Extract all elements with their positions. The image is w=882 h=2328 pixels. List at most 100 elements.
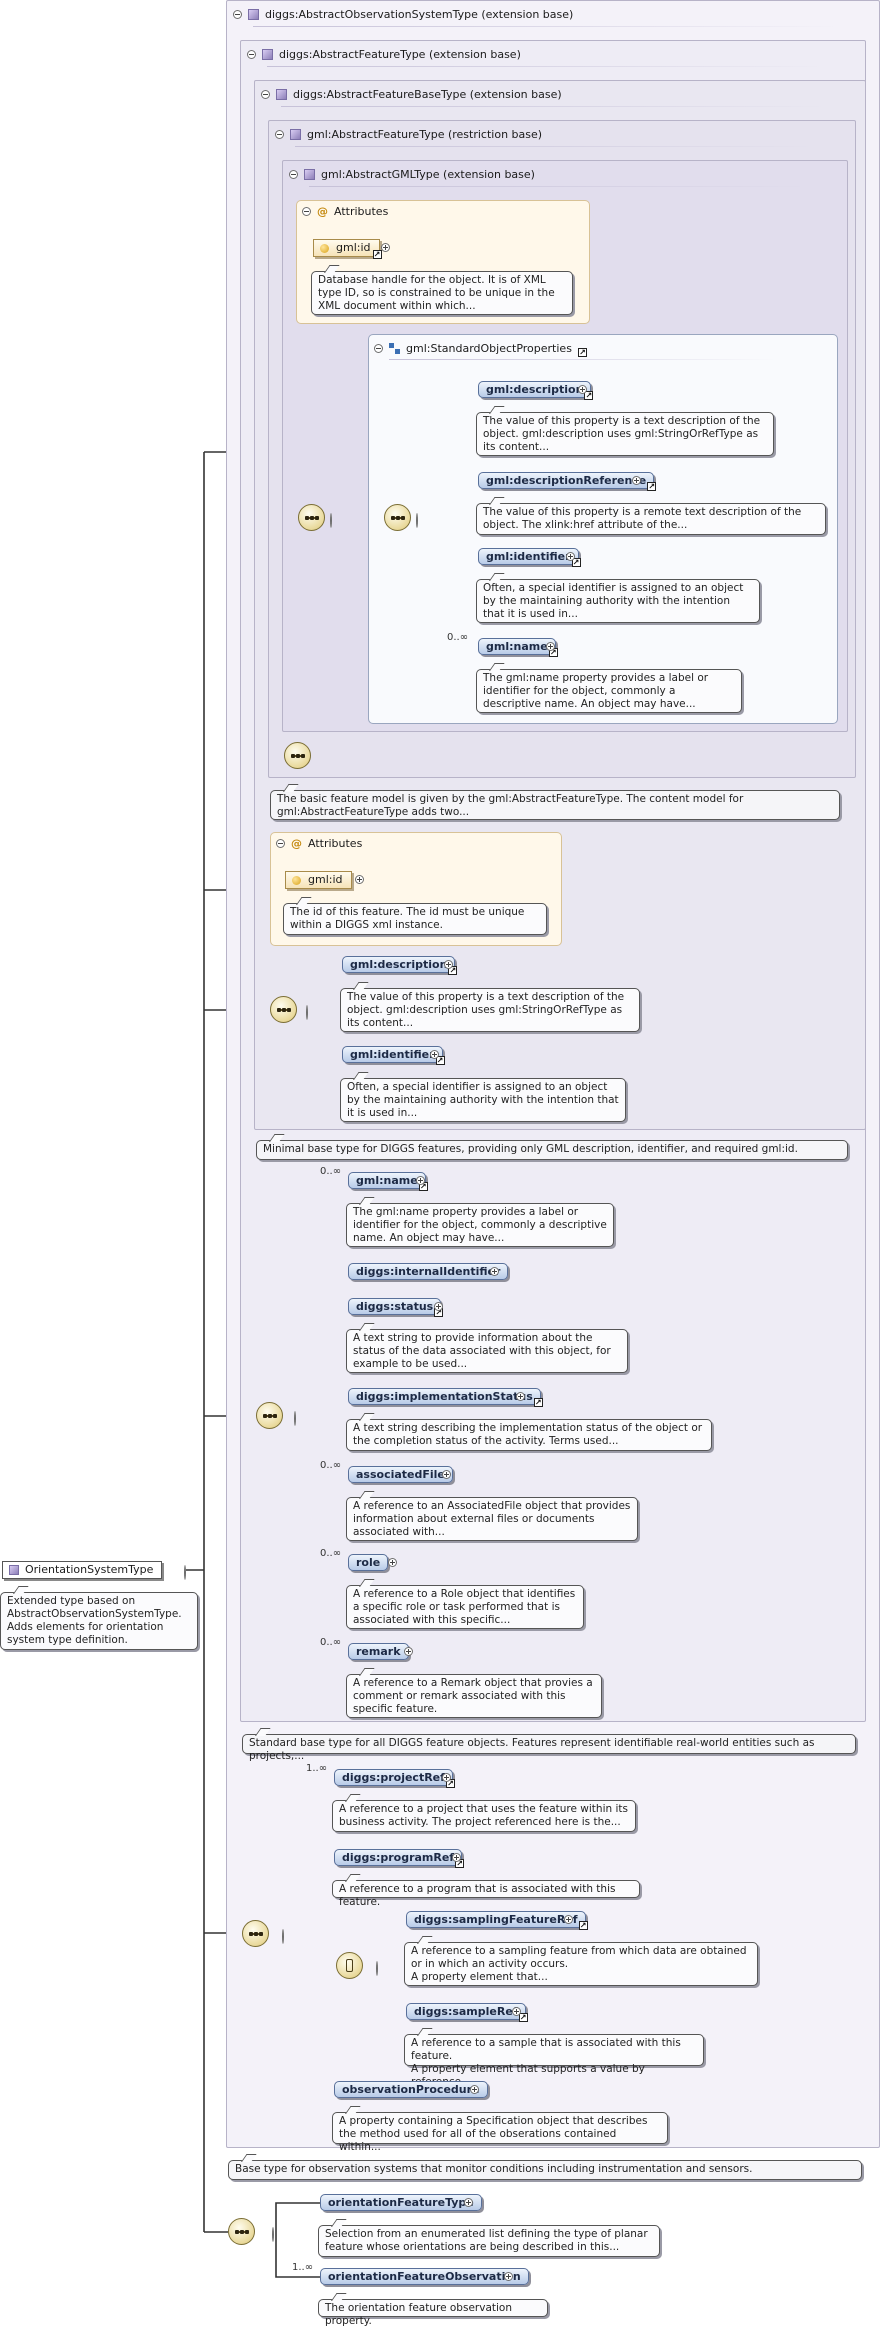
gml-identifier-doc: Often, a special identifier is assigned …	[340, 1078, 626, 1122]
gml-name-doc: The gml:name property provides a label o…	[476, 669, 742, 713]
element-diggs-sampling-feature-ref[interactable]: diggs:samplingFeatureRef↗	[406, 1911, 588, 1930]
link-icon[interactable]: ↗	[372, 250, 382, 259]
link-icon[interactable]: ↗	[448, 966, 458, 975]
expand-icon[interactable]	[490, 1267, 499, 1276]
expand-icon[interactable]	[416, 1176, 425, 1185]
expand-icon[interactable]	[430, 1050, 439, 1059]
collapse-icon[interactable]	[374, 343, 383, 353]
expand-icon[interactable]	[578, 385, 587, 394]
element-gml-description[interactable]: gml:description↗	[342, 956, 458, 975]
expand-icon[interactable]	[388, 1558, 397, 1567]
collapse-icon[interactable]	[289, 169, 298, 179]
element-diggs-sample-ref[interactable]: diggs:sampleRef↗	[406, 2003, 528, 2022]
choice-compositor[interactable]	[336, 1952, 363, 1979]
link-icon[interactable]: ↗	[533, 1398, 543, 1407]
expand-icon[interactable]	[546, 642, 555, 651]
link-icon[interactable]: ↗	[571, 558, 581, 567]
element-orientation-feature-type[interactable]: orientationFeatureType	[320, 2194, 482, 2211]
collapse-icon[interactable]	[416, 513, 418, 528]
element-diggs-program-ref[interactable]: diggs:programRef↗	[334, 1849, 465, 1868]
expand-icon[interactable]	[512, 2007, 521, 2016]
collapse-icon[interactable]	[276, 839, 285, 848]
type-icon	[290, 128, 301, 140]
element-orientation-feature-observation[interactable]: orientationFeatureObservation	[320, 2268, 529, 2285]
feature-doc: Standard base type for all DIGGS feature…	[242, 1734, 856, 1762]
expand-icon[interactable]	[444, 960, 453, 969]
gml-name-doc: The gml:name property provides a label o…	[346, 1203, 614, 1247]
collapse-icon[interactable]	[233, 9, 242, 19]
collapse-icon[interactable]	[330, 513, 332, 528]
observation-procedure-doc: A property containing a Specification ob…	[332, 2112, 668, 2153]
collapse-icon[interactable]	[306, 1005, 308, 1020]
expand-icon[interactable]	[516, 1392, 525, 1401]
expand-icon[interactable]	[632, 476, 641, 485]
expand-icon[interactable]	[404, 1647, 413, 1656]
diggs-sample-ref-doc: A reference to a sample that is associat…	[404, 2034, 704, 2088]
collapse-icon[interactable]	[247, 49, 256, 59]
diggs-project-ref-doc: A reference to a project that uses the f…	[332, 1800, 636, 1832]
link-icon[interactable]: ↗	[647, 482, 657, 491]
expand-icon[interactable]	[381, 243, 390, 252]
link-icon[interactable]: ↗	[584, 391, 594, 400]
sequence-compositor[interactable]	[256, 1402, 283, 1429]
associated-file-doc: A reference to an AssociatedFile object …	[346, 1497, 638, 1541]
remark-doc: A reference to a Remark object that prov…	[346, 1674, 602, 1718]
sequence-compositor[interactable]	[228, 2218, 255, 2245]
gml-id-attribute[interactable]: gml:id	[285, 871, 352, 889]
sequence-compositor[interactable]	[298, 504, 325, 531]
attributes-box: @ Attributes gml:id The id of this featu…	[270, 832, 562, 946]
element-associated-file[interactable]: associatedFile	[348, 1466, 453, 1483]
expand-icon[interactable]	[564, 1915, 573, 1924]
expand-icon[interactable]	[442, 1470, 451, 1479]
container-title: diggs:AbstractObservationSystemType (ext…	[265, 7, 574, 21]
role-doc: A reference to a Role object that identi…	[346, 1585, 584, 1629]
collapse-icon[interactable]	[294, 1411, 296, 1426]
element-diggs-project-ref[interactable]: diggs:projectRef↗	[334, 1769, 455, 1788]
root-doc: Extended type based on AbstractObservati…	[0, 1592, 198, 1650]
expand-icon[interactable]	[355, 875, 364, 884]
collapse-icon[interactable]	[275, 129, 284, 139]
element-gml-name[interactable]: gml:name↗	[478, 638, 558, 657]
link-icon[interactable]: ↗	[577, 347, 587, 357]
element-gml-description-reference[interactable]: gml:descriptionReference↗	[478, 472, 657, 491]
element-gml-identifier[interactable]: gml:identifier↗	[342, 1046, 445, 1065]
collapse-icon[interactable]	[282, 1929, 284, 1944]
link-icon[interactable]: ↗	[435, 1056, 445, 1065]
expand-icon[interactable]	[504, 2272, 513, 2281]
element-gml-name[interactable]: gml:name↗	[348, 1172, 428, 1191]
link-icon[interactable]: ↗	[578, 1921, 588, 1930]
element-observation-procedure[interactable]: observationProcedure	[334, 2081, 488, 2098]
sequence-compositor[interactable]	[384, 504, 411, 531]
expand-icon[interactable]	[434, 1302, 443, 1311]
expand-icon[interactable]	[452, 1853, 461, 1862]
element-role[interactable]: role	[348, 1554, 389, 1571]
attribute-icon: @	[317, 205, 328, 218]
attributes-box: @ Attributes gml:id ↗ Database handle fo…	[296, 200, 590, 324]
collapse-icon[interactable]	[302, 207, 311, 216]
root-orientation-system-type[interactable]: OrientationSystemType	[2, 1561, 163, 1579]
expand-icon[interactable]	[470, 2085, 479, 2094]
collapse-icon[interactable]	[261, 89, 270, 99]
expand-icon[interactable]	[566, 552, 575, 561]
gml-id-attribute[interactable]: gml:id ↗	[313, 239, 382, 259]
sequence-compositor[interactable]	[270, 996, 297, 1023]
element-remark[interactable]: remark	[348, 1643, 409, 1660]
expand-icon[interactable]	[442, 1773, 451, 1782]
collapse-icon[interactable]	[184, 1565, 186, 1580]
sequence-compositor[interactable]	[284, 742, 311, 769]
link-icon[interactable]: ↗	[518, 2013, 528, 2022]
element-diggs-status[interactable]: diggs:status↗	[348, 1298, 444, 1317]
collapse-icon[interactable]	[376, 1961, 378, 1976]
collapse-icon[interactable]	[272, 2227, 274, 2242]
element-gml-description[interactable]: gml:description↗	[478, 381, 594, 400]
element-diggs-implementation-status[interactable]: diggs:implementationStatus↗	[348, 1388, 543, 1407]
expand-icon[interactable]	[464, 2198, 473, 2207]
gml-feature-doc: The basic feature model is given by the …	[270, 790, 840, 820]
attributes-label: Attributes	[308, 837, 363, 850]
element-gml-identifier[interactable]: gml:identifier↗	[478, 548, 581, 567]
sequence-compositor[interactable]	[242, 1920, 269, 1947]
gml-id-doc: The id of this feature. The id must be u…	[283, 903, 547, 935]
container-title: diggs:AbstractFeatureBaseType (extension…	[293, 87, 562, 101]
type-icon	[262, 48, 273, 60]
element-diggs-internal-identifier[interactable]: diggs:internalIdentifier	[348, 1263, 509, 1280]
